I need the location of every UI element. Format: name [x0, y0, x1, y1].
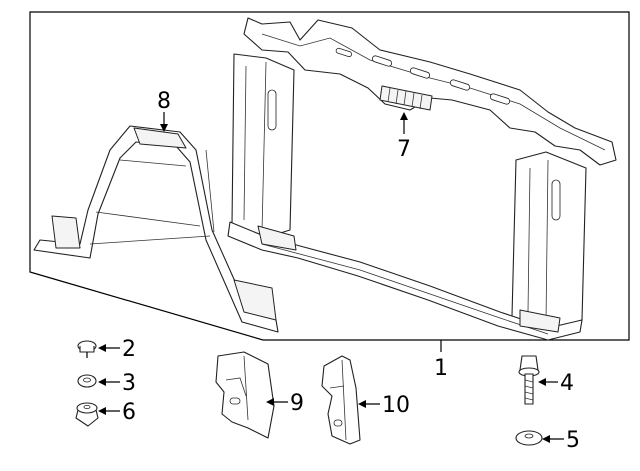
callout-8: 8: [157, 89, 171, 114]
left-upright: [231, 53, 295, 239]
right-upright: [511, 151, 587, 331]
right-upright-slot: [551, 179, 561, 221]
tie-bar-slots: [335, 47, 511, 105]
callout-1: 1: [434, 356, 448, 381]
left-bracket: [215, 351, 275, 439]
center-brace-top-plate: [133, 127, 187, 149]
center-brace-left-foot: [51, 215, 81, 249]
center-brace-bottom-foot: [233, 279, 277, 321]
nut: [77, 374, 97, 388]
radiator-support-assembly: [227, 17, 617, 341]
center-brace: [33, 125, 279, 333]
callout-10: 10: [382, 393, 410, 418]
assembly-frame-outline: [29, 11, 630, 341]
callout-4: 4: [560, 371, 574, 396]
callout-7: 7: [397, 137, 411, 162]
right-bracket: [321, 355, 361, 445]
bolt: [518, 355, 540, 405]
callout-3: 3: [122, 371, 136, 396]
lower-tie-bar: [227, 221, 583, 341]
callout-2: 2: [122, 337, 136, 362]
callout-6: 6: [122, 400, 136, 425]
washer: [515, 430, 543, 446]
lower-right-mount: [519, 309, 561, 333]
leader-lines: [98, 112, 564, 443]
callout-5: 5: [566, 428, 580, 453]
tie-bar-ridge: [261, 33, 606, 151]
push-retainer: [75, 402, 99, 427]
callout-9: 9: [290, 391, 304, 416]
upper-tie-bar: [243, 17, 617, 166]
clip: [77, 340, 97, 358]
tie-bar-vent: [379, 85, 433, 111]
left-upright-slot: [267, 89, 277, 131]
lower-left-mount: [257, 225, 297, 251]
